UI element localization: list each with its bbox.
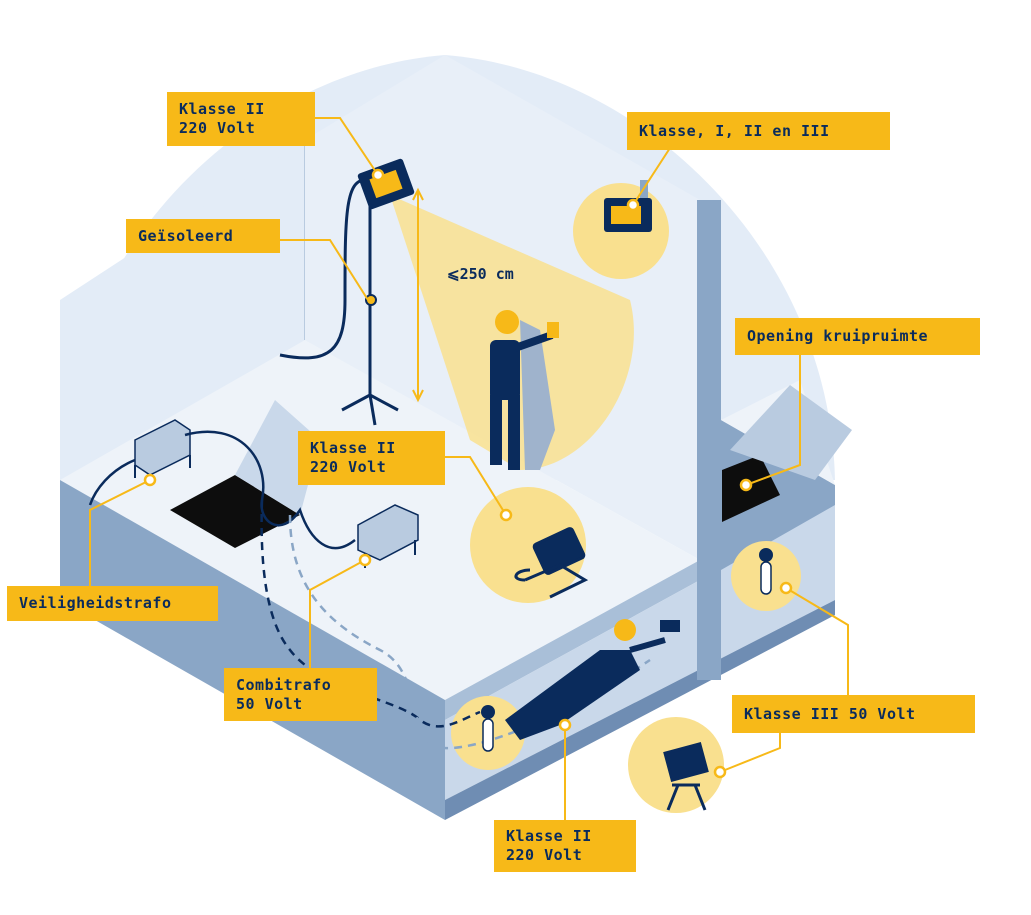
- label-klasse3: Klasse III 50 Volt: [732, 695, 975, 733]
- label-line: Klasse, I, II en III: [639, 121, 830, 140]
- label-veiligheidstrafo: Veiligheidstrafo: [7, 586, 218, 621]
- label-line: Klasse III 50 Volt: [744, 704, 916, 723]
- worker-crawling: [505, 619, 680, 740]
- callout-dots: [143, 168, 793, 779]
- label-line: Klasse II: [310, 439, 396, 457]
- floor-slab-front-left: [60, 480, 445, 820]
- label-combitrafo: Combitrafo 50 Volt: [224, 668, 377, 721]
- label-opening-kruipruimte: Opening kruipruimte: [735, 318, 980, 355]
- callout-leaders: [89, 117, 849, 820]
- label-line: Geïsoleerd: [138, 226, 234, 245]
- cables: [88, 430, 356, 550]
- label-line: Combitrafo: [236, 675, 332, 694]
- worker-standing: [490, 310, 559, 470]
- klasse3-worklight-icon: [663, 741, 709, 811]
- label-klasse2-crawl: Klasse II 220 Volt: [494, 820, 636, 872]
- label-line: 220 Volt: [179, 119, 256, 137]
- crawl-bulb-icon-right: [759, 548, 773, 595]
- label-geisoleerd: Geïsoleerd: [126, 219, 280, 253]
- floor-hatch-opening: [170, 475, 300, 548]
- label-klasse2-lamp: Klasse II 220 Volt: [167, 92, 315, 146]
- highlight-floor-lamp: [470, 487, 586, 603]
- crawlspace-hatch-lid: [730, 385, 852, 480]
- label-line: 220 Volt: [506, 846, 583, 864]
- floor-slab-front-right: [445, 560, 700, 720]
- structural-column: [697, 200, 721, 680]
- label-line: Klasse II: [506, 827, 592, 845]
- crawl-bulb-icon-left: [481, 705, 495, 752]
- label-line: Klasse II: [179, 100, 265, 118]
- floor-worklight-icon: [514, 527, 589, 599]
- label-line: Opening kruipruimte: [747, 327, 929, 345]
- label-line: Veiligheidstrafo: [19, 594, 172, 612]
- label-line: 220 Volt: [310, 458, 387, 476]
- height-dimension-arrow: [412, 187, 424, 403]
- label-klasse-1-2-3: Klasse, I, II en III: [627, 112, 890, 150]
- cable-dashed-light: [288, 514, 651, 750]
- safety-transformer-icon: [134, 419, 191, 478]
- height-dimension-label: ⩽250 cm: [447, 265, 514, 283]
- hatch-lid: [235, 400, 320, 515]
- label-line: 50 Volt: [236, 694, 303, 713]
- label-klasse2-floor: Klasse II 220 Volt: [298, 431, 445, 485]
